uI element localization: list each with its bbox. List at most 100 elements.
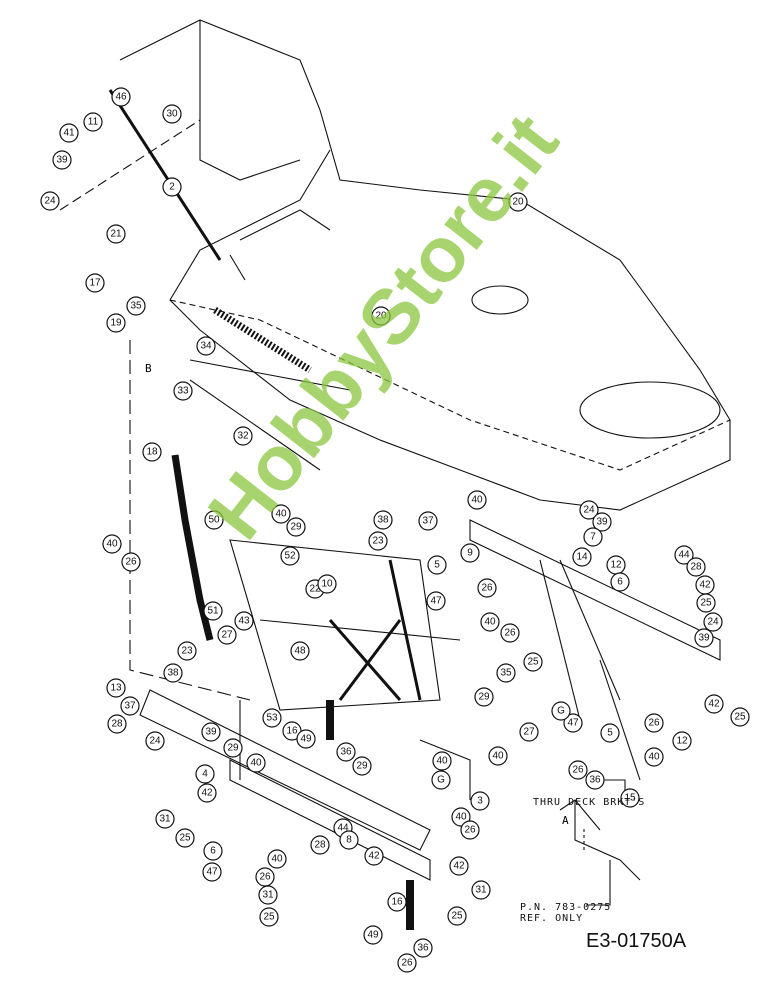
callout-37: 37 [120, 696, 140, 716]
callout-circle [694, 628, 714, 648]
callout-26: 26 [121, 552, 141, 572]
callout-label: 26 [401, 958, 413, 969]
callout-9: 9 [460, 543, 480, 563]
callout-20: 20 [371, 306, 391, 326]
callout-label: 40 [271, 854, 283, 865]
callout-40: 40 [644, 747, 664, 767]
callout-label: 34 [200, 341, 212, 352]
callout-35: 35 [496, 663, 516, 683]
note-part-number: P.N. 783-0275 REF. ONLY [520, 902, 612, 924]
callout-49: 49 [363, 925, 383, 945]
callout-16: 16 [387, 892, 407, 912]
callout-circle [460, 820, 480, 840]
callout-label: 4 [202, 769, 208, 780]
callout-circle [620, 788, 640, 808]
callout-label: 8 [346, 835, 352, 846]
callout-label: 40 [492, 751, 504, 762]
callout-circle [568, 760, 588, 780]
callout-circle [201, 722, 221, 742]
callout-40: 40 [432, 751, 452, 771]
callout-circle [111, 87, 131, 107]
callout-circle [102, 534, 122, 554]
callout-31: 31 [471, 880, 491, 900]
callout-circle [397, 953, 417, 973]
callout-circle [145, 731, 165, 751]
callout-label: 40 [455, 812, 467, 823]
callout-G: G [431, 770, 451, 790]
callout-label: 35 [500, 668, 512, 679]
callout-circle [336, 742, 356, 762]
callout-label: 35 [130, 301, 142, 312]
callout-label: 22 [309, 584, 321, 595]
callout-group: 4630114139242211735193420203332185040294… [40, 87, 750, 973]
callout-26: 26 [477, 578, 497, 598]
callout-40: 40 [271, 504, 291, 524]
callout-circle [477, 578, 497, 598]
callout-circle [106, 313, 126, 333]
callout-25: 25 [259, 907, 279, 927]
callout-label: 48 [294, 646, 306, 657]
callout-25: 25 [523, 652, 543, 672]
callout-circle [280, 546, 300, 566]
callout-G: G [551, 701, 571, 721]
callout-38: 38 [163, 663, 183, 683]
callout-31: 31 [155, 809, 175, 829]
callout-5: 5 [427, 555, 447, 575]
callout-label: 29 [478, 692, 490, 703]
callout-label: 12 [610, 560, 622, 571]
callout-circle [317, 574, 337, 594]
callout-label: 49 [367, 930, 379, 941]
callout-53: 53 [262, 708, 282, 728]
callout-circle [368, 531, 388, 551]
callout-13: 13 [106, 678, 126, 698]
callout-label: 41 [63, 128, 75, 139]
callout-label: 33 [177, 386, 189, 397]
callout-39: 39 [52, 150, 72, 170]
callout-circle [471, 880, 491, 900]
callout-circle [162, 177, 182, 197]
callout-37: 37 [418, 511, 438, 531]
callout-label: 24 [583, 505, 595, 516]
callout-label: 51 [207, 606, 219, 617]
callout-label: 25 [734, 712, 746, 723]
callout-39: 39 [592, 512, 612, 532]
callout-circle [644, 747, 664, 767]
callout-label: 40 [471, 495, 483, 506]
callout-label: 40 [250, 758, 262, 769]
callout-label: 5 [607, 728, 613, 739]
callout-36: 36 [585, 770, 605, 790]
callout-circle [418, 511, 438, 531]
callout-label: 47 [567, 718, 579, 729]
callout-label: 47 [430, 596, 442, 607]
callout-21: 21 [106, 224, 126, 244]
callout-29: 29 [474, 687, 494, 707]
callout-label: 24 [149, 736, 161, 747]
callout-circle [480, 612, 500, 632]
callout-label: 25 [700, 598, 712, 609]
callout-5: 5 [600, 723, 620, 743]
callout-label: 37 [422, 516, 434, 527]
callout-circle [551, 701, 571, 721]
callout-circle [704, 694, 724, 714]
callout-label: 24 [44, 196, 56, 207]
callout-label: 26 [504, 628, 516, 639]
callout-circle [496, 663, 516, 683]
callout-circle [197, 783, 217, 803]
callout-circle [519, 722, 539, 742]
callout-circle [83, 112, 103, 132]
callout-label: 38 [167, 668, 179, 679]
callout-label: 29 [290, 522, 302, 533]
callout-label: 26 [464, 825, 476, 836]
callout-label: 3 [477, 796, 483, 807]
callout-circle [286, 517, 306, 537]
callout-label: 28 [314, 840, 326, 851]
callout-12: 12 [606, 555, 626, 575]
callout-36: 36 [336, 742, 356, 762]
callout-circle [204, 510, 224, 530]
callout-49: 49 [296, 729, 316, 749]
callout-28: 28 [310, 835, 330, 855]
callout-47: 47 [563, 713, 583, 733]
callout-label: 38 [377, 515, 389, 526]
callout-12: 12 [672, 731, 692, 751]
callout-circle [233, 426, 253, 446]
